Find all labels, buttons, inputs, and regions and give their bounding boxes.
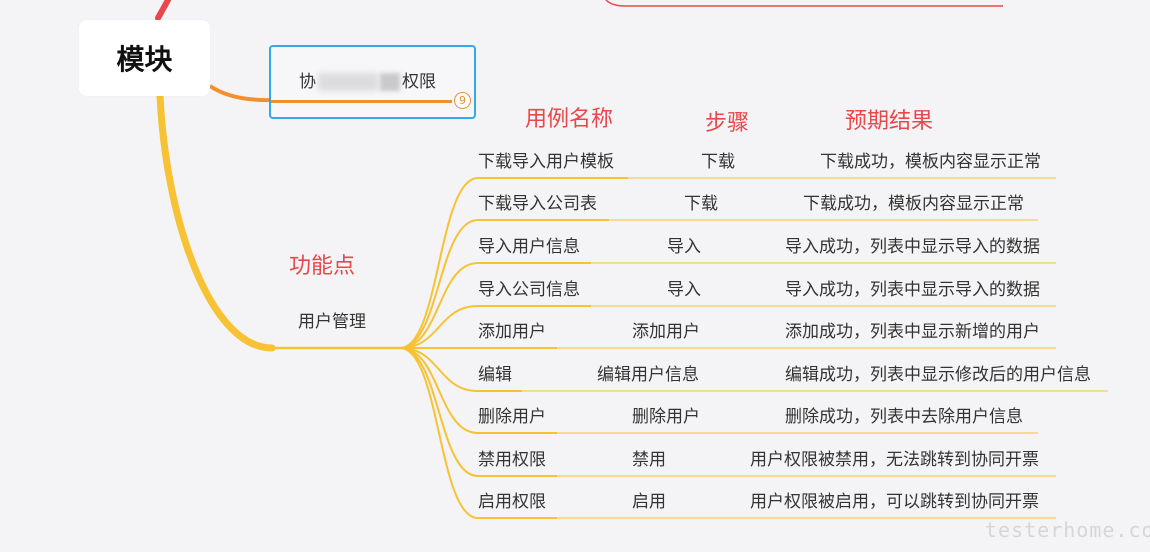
case-step[interactable]: 下载 <box>701 152 735 172</box>
case-expected[interactable]: 导入成功，列表中显示导入的数据 <box>785 237 1040 257</box>
header-feature: 功能点 <box>289 254 356 279</box>
case-expected[interactable]: 下载成功，模板内容显示正常 <box>803 194 1024 214</box>
case-expected[interactable]: 编辑成功，列表中显示修改后的用户信息 <box>785 365 1091 385</box>
case-name[interactable]: 导入公司信息 <box>478 280 580 300</box>
case-branch <box>399 177 479 349</box>
collapsed-count-badge[interactable]: 9 <box>454 92 471 109</box>
case-expected[interactable]: 导入成功，列表中显示导入的数据 <box>785 280 1040 300</box>
case-step[interactable]: 导入 <box>667 237 701 257</box>
case-name[interactable]: 删除用户 <box>478 407 546 427</box>
header-case-name: 用例名称 <box>525 107 614 132</box>
case-branch <box>399 219 479 349</box>
case-step[interactable]: 添加用户 <box>632 322 700 342</box>
yellow-trunk <box>156 92 276 352</box>
case-name[interactable]: 下载导入公司表 <box>478 194 597 214</box>
orange-branch <box>208 84 273 103</box>
case-name[interactable]: 导入用户信息 <box>478 237 580 257</box>
case-expected[interactable]: 用户权限被禁用，无法跳转到协同开票 <box>750 450 1039 470</box>
case-name[interactable]: 编辑 <box>478 365 512 385</box>
case-branch <box>399 262 479 349</box>
case-expected[interactable]: 用户权限被启用，可以跳转到协同开票 <box>750 492 1039 512</box>
selected-topic-text: 协权限 <box>299 72 436 92</box>
selected-topic[interactable]: 协权限 9 <box>269 45 476 119</box>
redacted-blur <box>380 73 400 91</box>
case-expected[interactable]: 添加成功，列表中显示新增的用户 <box>785 322 1040 342</box>
case-branches <box>399 177 479 519</box>
case-step[interactable]: 禁用 <box>632 450 666 470</box>
case-branch <box>399 347 479 519</box>
case-step[interactable]: 下载 <box>684 194 718 214</box>
root-topic[interactable]: 模块 <box>79 20 210 96</box>
case-name[interactable]: 下载导入用户模板 <box>478 152 614 172</box>
red-branch-top <box>605 0 1003 7</box>
red-branch-left <box>155 0 171 21</box>
header-step: 步骤 <box>705 111 750 136</box>
case-expected[interactable]: 下载成功，模板内容显示正常 <box>820 152 1041 172</box>
case-branch <box>399 305 479 349</box>
selected-topic-underline <box>271 100 452 103</box>
case-step[interactable]: 编辑用户信息 <box>597 365 699 385</box>
case-step[interactable]: 导入 <box>667 280 701 300</box>
feature-topic-user-management[interactable]: 用户管理 <box>298 312 366 332</box>
watermark: testerhome.com <box>985 518 1150 542</box>
case-expected[interactable]: 删除成功，列表中去除用户信息 <box>785 407 1023 427</box>
redacted-blur <box>318 73 378 91</box>
case-name[interactable]: 禁用权限 <box>478 450 546 470</box>
case-name[interactable]: 启用权限 <box>478 492 546 512</box>
case-underlines <box>478 177 1108 519</box>
case-branch <box>399 347 479 477</box>
case-name[interactable]: 添加用户 <box>478 322 546 342</box>
case-branch <box>399 347 479 392</box>
case-step[interactable]: 启用 <box>632 492 666 512</box>
header-expected: 预期结果 <box>845 109 934 134</box>
case-step[interactable]: 删除用户 <box>632 407 700 427</box>
